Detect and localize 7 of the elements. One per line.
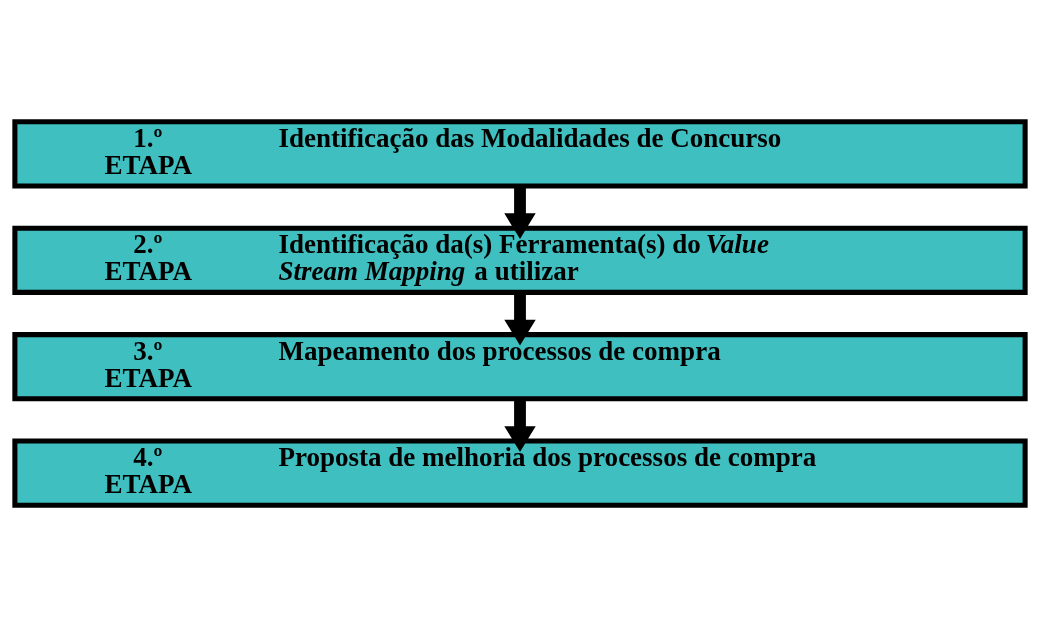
node-box: 2.º ETAPA Identificação da(s) Ferramenta(s) do Value Stream Mapping a utilizar (12, 225, 1028, 295)
node-box: 1.º ETAPA Identificação das Modalidades de Concurso (12, 119, 1028, 189)
arrow (504, 292, 536, 346)
arrow (504, 399, 536, 452)
arrow (504, 186, 536, 240)
node-box: 4.º ETAPA Proposta de melhoria dos processos de compra (12, 438, 1028, 508)
node-box: 3.º ETAPA Mapeamento dos processos de compra (12, 332, 1028, 402)
